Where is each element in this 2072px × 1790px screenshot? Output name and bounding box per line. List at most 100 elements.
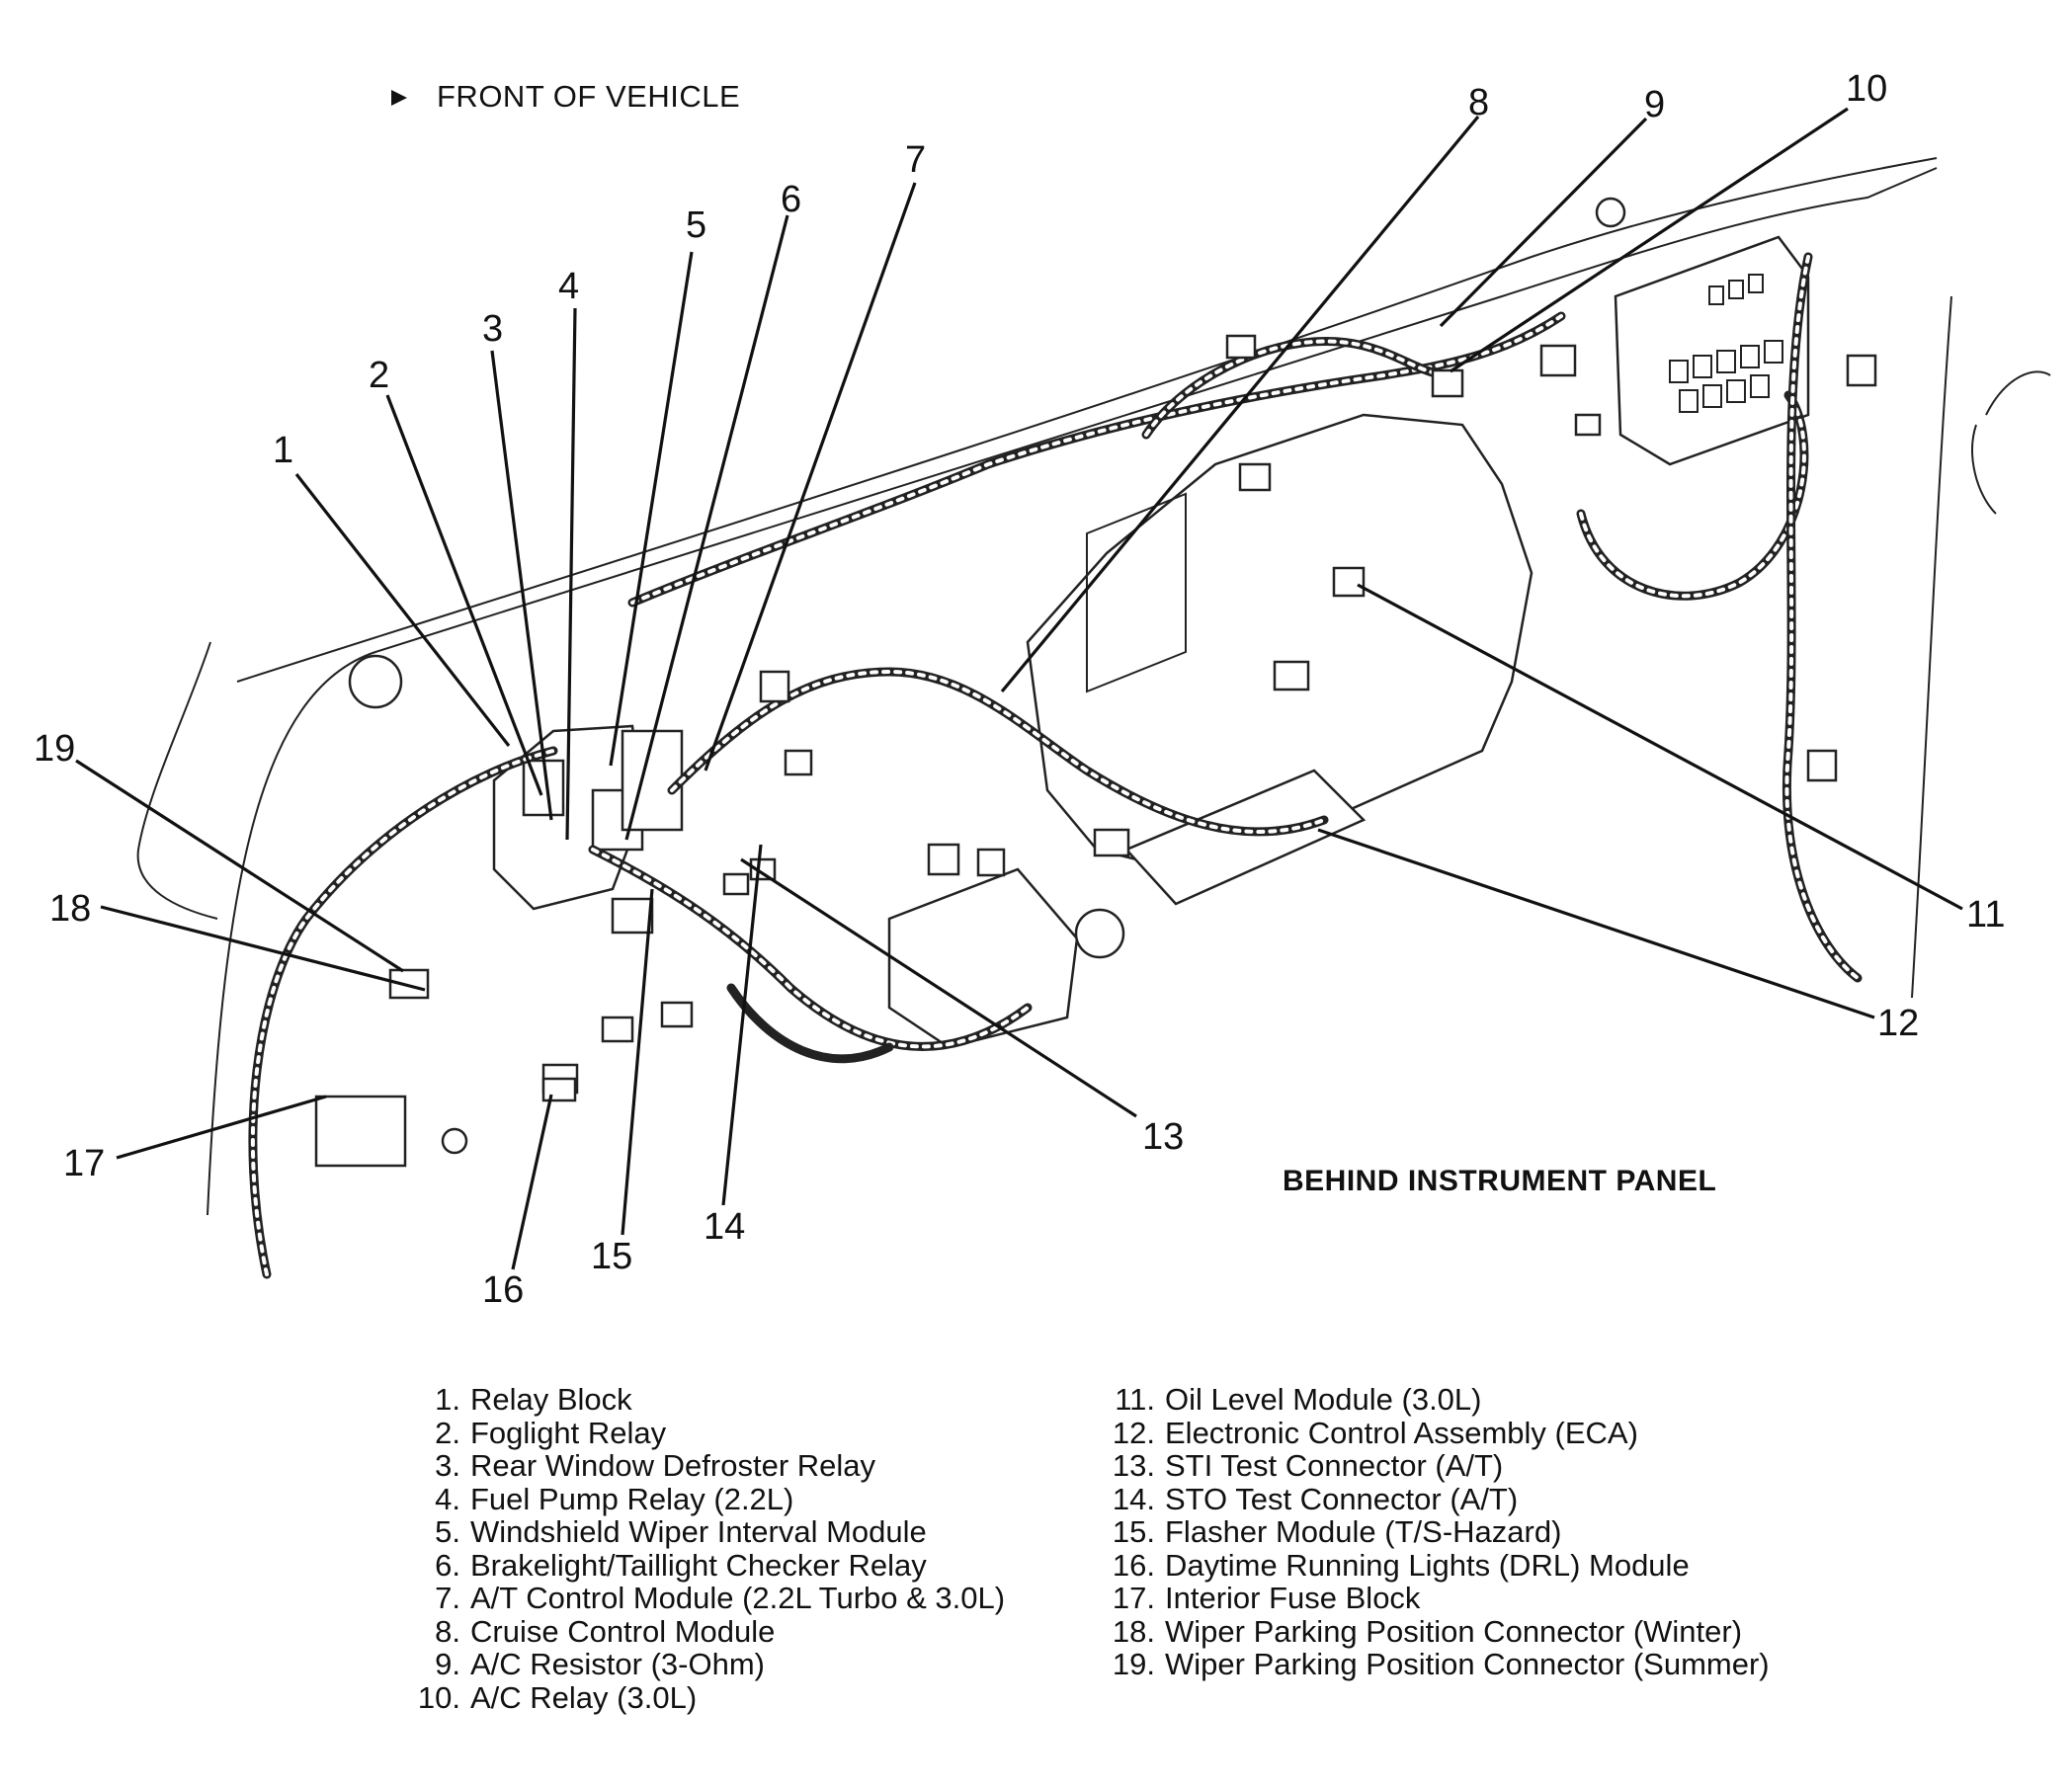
harness-lower-center xyxy=(726,983,894,1064)
legend-label: Interior Fuse Block xyxy=(1165,1581,1421,1615)
legend-column-left: 1. Relay Block 2. Foglight Relay 3. Rear Wi… xyxy=(410,1383,1005,1714)
callout-11: 11 xyxy=(1966,894,2005,936)
harness-mid-tape xyxy=(670,669,1326,834)
harness-center-tape xyxy=(591,848,1030,1049)
front-of-vehicle-marker: FRONT OF VEHICLE xyxy=(391,79,740,114)
legend-item: 19. Wiper Parking Position Connector (Sum… xyxy=(1105,1648,1770,1681)
legend-number: 6. xyxy=(435,1547,460,1583)
callout-4: 4 xyxy=(558,266,579,307)
callout-numbers: 1 2 3 4 5 6 7 8 9 10 11 12 13 14 15 16 1… xyxy=(34,68,2005,1311)
right-cable xyxy=(1971,370,2051,515)
legend-label: Wiper Parking Position Connector (Summer… xyxy=(1165,1647,1770,1681)
hvac-panel xyxy=(1086,492,1187,693)
legend-number: 18. xyxy=(1112,1613,1155,1649)
legend-number: 9. xyxy=(435,1647,460,1681)
legend-label: Wiper Parking Position Connector (Winter… xyxy=(1165,1613,1743,1649)
harness-left-tape xyxy=(250,749,555,1276)
legend-number: 2. xyxy=(435,1415,460,1450)
dashboard-illustration xyxy=(136,157,2051,1279)
callout-7: 7 xyxy=(905,139,926,181)
legend-item: 6. Brakelight/Taillight Checker Relay xyxy=(410,1547,1005,1583)
legend-item: 8. Cruise Control Module xyxy=(410,1613,1005,1649)
legend-item: 17. Interior Fuse Block xyxy=(1105,1582,1770,1615)
callout-18: 18 xyxy=(49,888,91,930)
legend-item: 7. A/T Control Module (2.2L Turbo & 3.0L) xyxy=(410,1582,1005,1615)
legend-item: 12. Electronic Control Assembly (ECA) xyxy=(1105,1415,1770,1450)
callout-1: 1 xyxy=(273,430,293,471)
legend-number: 17. xyxy=(1112,1581,1155,1615)
legend-number: 8. xyxy=(435,1613,460,1649)
legend-label: A/T Control Module (2.2L Turbo & 3.0L) xyxy=(470,1581,1006,1615)
legend-item: 5. Windshield Wiper Interval Module xyxy=(410,1515,1005,1549)
harness-to-ac-tape xyxy=(1144,339,1454,437)
view-label: BEHIND INSTRUMENT PANEL xyxy=(1283,1165,1716,1197)
callout-17: 17 xyxy=(63,1143,105,1184)
callout-12: 12 xyxy=(1877,1003,1919,1044)
housing-port xyxy=(1074,908,1125,959)
legend-number: 19. xyxy=(1112,1647,1155,1681)
callout-8: 8 xyxy=(1468,82,1489,123)
callout-19: 19 xyxy=(34,728,75,770)
leader-lines xyxy=(75,107,1963,1270)
legend-number: 11. xyxy=(1115,1382,1155,1417)
antenna-wire xyxy=(136,641,218,920)
legend-number: 15. xyxy=(1112,1514,1155,1549)
legend-item: 2. Foglight Relay xyxy=(410,1415,1005,1450)
legend-label: STO Test Connector (A/T) xyxy=(1165,1481,1519,1516)
legend-number: 5. xyxy=(435,1514,460,1549)
right-fuse-panel xyxy=(1614,235,1810,466)
legend-label: Foglight Relay xyxy=(470,1415,667,1450)
legend-label: A/C Resistor (3-Ohm) xyxy=(470,1647,765,1681)
legend-label: Daytime Running Lights (DRL) Module xyxy=(1165,1547,1690,1583)
legend-item: 10. A/C Relay (3.0L) xyxy=(410,1679,1005,1715)
legend-number: 1. xyxy=(435,1382,460,1417)
eca-box xyxy=(1123,769,1367,906)
connectors xyxy=(388,334,1877,1102)
legend-label: Cruise Control Module xyxy=(470,1613,776,1649)
knob-left xyxy=(348,654,403,709)
callout-16: 16 xyxy=(482,1269,524,1311)
callout-13: 13 xyxy=(1142,1116,1184,1158)
legend-number: 12. xyxy=(1112,1415,1155,1450)
legend-item: 14. STO Test Connector (A/T) xyxy=(1105,1481,1770,1516)
front-arrow-icon xyxy=(391,90,407,106)
legend-number: 10. xyxy=(417,1679,460,1715)
ground-bolt-top xyxy=(1595,197,1626,228)
legend-item: 9. A/C Resistor (3-Ohm) xyxy=(410,1648,1005,1681)
legend-item: 1. Relay Block xyxy=(410,1383,1005,1417)
right-pillar xyxy=(1911,295,1952,999)
legend-number: 3. xyxy=(435,1448,460,1483)
legend-column-right: 11.Oil Level Module (3.0L) 12. Electronic… xyxy=(1105,1383,1770,1681)
callout-14: 14 xyxy=(704,1206,745,1248)
callout-10: 10 xyxy=(1846,68,1887,110)
callout-6: 6 xyxy=(781,179,801,220)
legend-item: 13. STI Test Connector (A/T) xyxy=(1105,1449,1770,1483)
legend-item: 15.Flasher Module (T/S-Hazard) xyxy=(1105,1515,1770,1549)
legend-label: Relay Block xyxy=(470,1382,632,1417)
harness-right-loop-tape xyxy=(1579,393,1806,599)
legend-label: A/C Relay (3.0L) xyxy=(470,1679,698,1715)
legend-item: 16.Daytime Running Lights (DRL) Module xyxy=(1105,1547,1770,1583)
legend-label: Windshield Wiper Interval Module xyxy=(470,1514,927,1549)
legend-label: Electronic Control Assembly (ECA) xyxy=(1165,1415,1638,1450)
legend-number: 7. xyxy=(435,1581,460,1615)
legend-number: 13. xyxy=(1112,1448,1155,1483)
legend-item: 3. Rear Window Defroster Relay xyxy=(410,1449,1005,1483)
dash-outline xyxy=(207,167,1938,1216)
callout-15: 15 xyxy=(591,1236,632,1277)
legend-label: Rear Window Defroster Relay xyxy=(470,1448,876,1483)
legend-item: 11.Oil Level Module (3.0L) xyxy=(1105,1383,1770,1417)
legend-label: Brakelight/Taillight Checker Relay xyxy=(470,1547,927,1583)
interior-fuse-block xyxy=(314,1095,407,1168)
lower-housing xyxy=(887,867,1079,1049)
legend-label: STI Test Connector (A/T) xyxy=(1165,1448,1504,1483)
callout-3: 3 xyxy=(482,308,503,350)
callout-9: 9 xyxy=(1644,84,1665,125)
legend-item: 4.Fuel Pump Relay (2.2L) xyxy=(410,1481,1005,1516)
callout-5: 5 xyxy=(686,204,706,246)
legend-item: 18. Wiper Parking Position Connector (Win… xyxy=(1105,1613,1770,1649)
legend-number: 14. xyxy=(1112,1481,1155,1516)
front-of-vehicle-label: FRONT OF VEHICLE xyxy=(437,79,740,114)
legend-number: 4. xyxy=(435,1481,460,1516)
